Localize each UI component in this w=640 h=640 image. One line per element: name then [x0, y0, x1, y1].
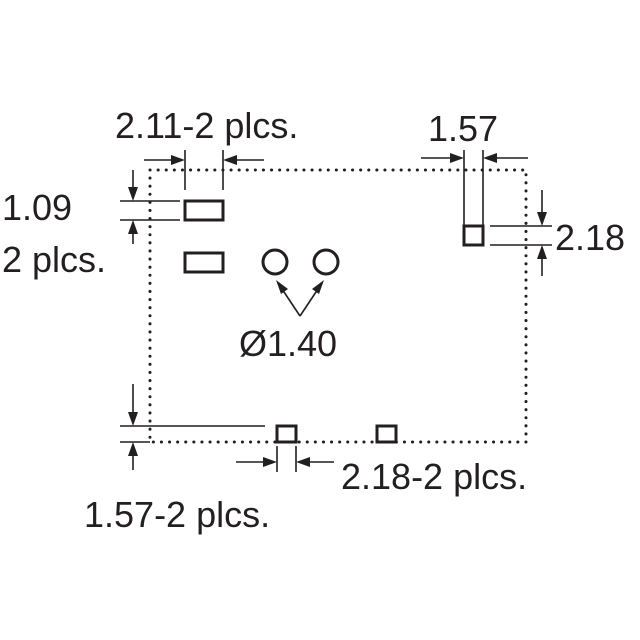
pad-width-label: 2.11-2 plcs. — [115, 105, 298, 146]
pad-offset-right-dimension — [490, 190, 552, 276]
hole-diameter-label: Ø1.40 — [239, 323, 337, 364]
hole-leader-arrows — [276, 280, 324, 317]
pad-width-dimension — [144, 150, 264, 190]
pad-height-count-label: 2 plcs. — [2, 239, 106, 280]
square-pad-bottom-1 — [275, 424, 298, 444]
pad-pitch-top-dimension — [421, 150, 528, 226]
pad-offset-bottom-label: 1.57-2 plcs. — [84, 494, 270, 535]
pad-height-dimension — [120, 170, 180, 244]
rect-pad-2 — [183, 251, 225, 274]
pad-offset-right-label: 2.18 — [555, 217, 625, 258]
square-pad-bottom-2 — [375, 424, 398, 444]
pad-pitch-top-label: 1.57 — [428, 108, 498, 149]
hole-2 — [312, 248, 340, 276]
pad-spacing-bottom-dimension — [236, 446, 334, 472]
hole-1 — [261, 248, 289, 276]
square-pad-right — [462, 224, 485, 247]
pad-offset-bottom-dimension — [120, 384, 265, 470]
rect-pad-1 — [183, 199, 225, 222]
pad-height-label: 1.09 — [2, 187, 72, 228]
pad-spacing-bottom-label: 2.18-2 plcs. — [341, 456, 527, 497]
